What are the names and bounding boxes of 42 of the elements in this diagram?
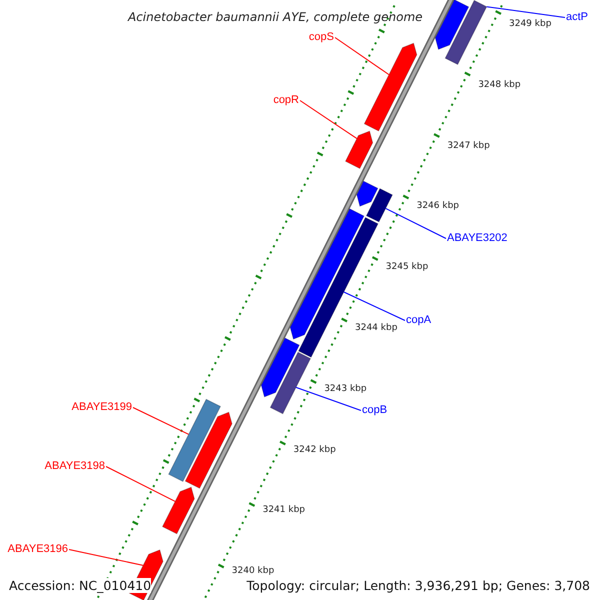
leader-line xyxy=(296,386,362,411)
tick-label: 3249 kbp xyxy=(509,19,552,30)
gene-label: copR xyxy=(273,94,299,107)
tick-label: 3244 kbp xyxy=(355,323,398,334)
tick-label: 3243 kbp xyxy=(324,384,367,395)
leader-line xyxy=(132,407,190,435)
gene-block xyxy=(298,216,379,358)
tick-label: 3248 kbp xyxy=(478,80,521,91)
gene-label: ABAYE3198 xyxy=(44,460,105,473)
genome-stats-text: Topology: circular; Length: 3,936,291 bp; Genes: 3,708 xyxy=(246,578,590,593)
leader-line xyxy=(106,466,176,502)
gene-label: copS xyxy=(308,31,334,44)
tick-label: 3242 kbp xyxy=(293,444,336,456)
leader-line xyxy=(300,100,358,140)
gene-label: ABAYE3196 xyxy=(8,543,68,556)
gene-block xyxy=(444,0,488,66)
gene-block xyxy=(184,412,232,489)
gene-label: copA xyxy=(406,314,432,327)
tick-label: 3245 kbp xyxy=(386,262,428,274)
leader-line xyxy=(486,6,566,18)
gene-block xyxy=(344,130,374,170)
tick-label: 3240 kbp xyxy=(232,566,274,578)
leader-line xyxy=(68,549,144,566)
gene-label: actP xyxy=(566,11,588,24)
leader-line xyxy=(385,208,446,239)
gene-block xyxy=(162,486,195,534)
gene-block xyxy=(270,352,312,414)
gene-block xyxy=(366,188,393,222)
gene-block xyxy=(168,398,222,482)
accession-text: Accession: NC_010410 xyxy=(9,578,152,593)
gene-block xyxy=(364,42,418,132)
gene-block xyxy=(356,180,378,207)
leader-line xyxy=(334,37,390,76)
gene-block xyxy=(260,337,300,398)
gene-label: ABAYE3202 xyxy=(447,232,508,245)
gene-block xyxy=(434,0,470,50)
tick-label: 3247 kbp xyxy=(447,140,490,152)
gene-label: ABAYE3199 xyxy=(72,401,132,414)
tick-label: 3246 kbp xyxy=(416,201,459,212)
gene-label: copB xyxy=(362,404,388,417)
title: Acinetobacter baumannii AYE, complete genome xyxy=(128,10,423,24)
tick-label: 3241 kbp xyxy=(262,505,305,516)
